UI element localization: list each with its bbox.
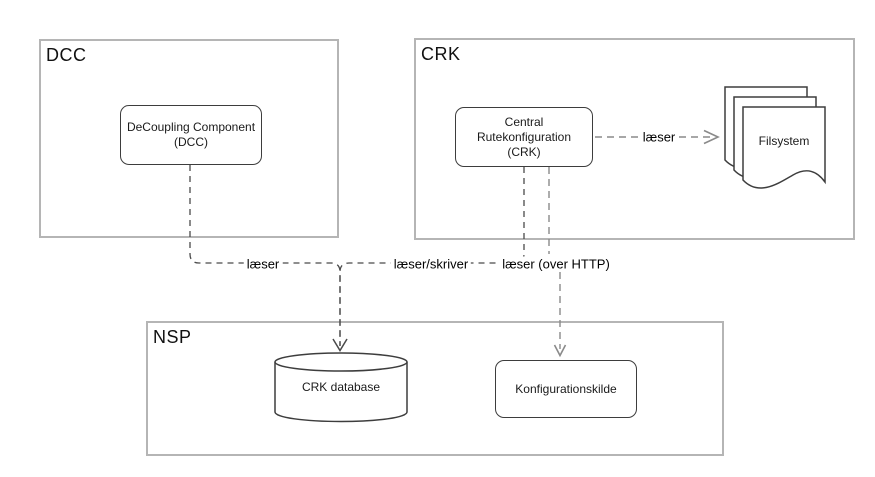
container-crk-label: CRK	[421, 44, 461, 64]
node-decoupling-component: DeCoupling Component (DCC)	[120, 105, 262, 165]
node-decoupling-line1: DeCoupling Component	[126, 120, 256, 134]
edge-label-laeser: læser	[243, 256, 283, 272]
node-central-line1: Central	[504, 114, 544, 129]
container-dcc-label: DCC	[46, 45, 87, 65]
node-central-line2: Rutekonfiguration	[476, 129, 572, 144]
node-konfig-label: Konfigurationskilde	[515, 381, 617, 396]
container-nsp: NSP	[146, 321, 724, 456]
node-central-line3: (CRK)	[507, 144, 541, 159]
node-central-rutekonfiguration: Central Rutekonfiguration (CRK)	[455, 107, 593, 167]
edge-label-laeser-skriver: læser/skriver	[390, 256, 472, 272]
container-crk: CRK	[414, 38, 855, 240]
edge-label-laeser-over-http: læser (over HTTP)	[499, 256, 613, 272]
node-konfigurationskilde: Konfigurationskilde	[495, 360, 637, 418]
container-dcc: DCC	[39, 39, 339, 238]
node-decoupling-line2: (DCC)	[174, 135, 208, 149]
container-nsp-label: NSP	[153, 327, 192, 347]
edge-label-laeser-filsystem: læser	[639, 129, 679, 145]
